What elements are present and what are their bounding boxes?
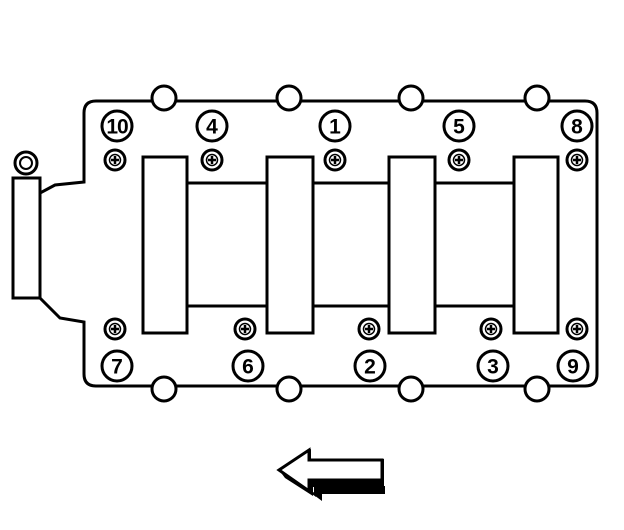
bolt-sequence-number: 7 (111, 356, 123, 379)
bolt-sequence-callout: 2 (353, 349, 387, 383)
top-edge-lugs (150, 84, 551, 112)
bottom-edge-lugs (150, 375, 551, 403)
bolt-sequence-callout: 5 (442, 109, 476, 143)
bolt-head (200, 148, 224, 172)
bolt-sequence-callout: 1 (318, 109, 352, 143)
bolt-head (565, 148, 589, 172)
bolt-sequence-number: 2 (364, 356, 376, 379)
bolt-sequence-callout: 10 (100, 109, 134, 143)
bolt-sequence-number: 6 (242, 356, 254, 379)
bolt-heads (103, 148, 589, 341)
bolt-head (447, 148, 471, 172)
bolt-head (103, 148, 127, 172)
bolt-head (479, 317, 503, 341)
bolt-sequence-callout: 4 (195, 109, 229, 143)
bolt-sequence-callout: 3 (476, 349, 510, 383)
direction-arrow (276, 447, 385, 501)
bolt-sequence-number: 10 (106, 116, 128, 139)
bolt-sequence-number: 3 (487, 356, 499, 379)
bolt-head (233, 317, 257, 341)
bolt-sequence-callout: 6 (231, 349, 265, 383)
bolt-sequence-callout: 9 (556, 349, 590, 383)
bolt-head (103, 317, 127, 341)
bearing-cap-bridges (141, 155, 560, 335)
center-window (185, 181, 516, 308)
bolt-sequence-number: 9 (567, 356, 579, 379)
bolt-head (357, 317, 381, 341)
bolt-sequence-number: 4 (206, 116, 218, 139)
bolt-sequence-callout: 8 (560, 109, 594, 143)
bolt-sequence-callout: 7 (100, 349, 134, 383)
bolt-head (565, 317, 589, 341)
bolt-sequence-labels: 10 4 1 5 8 7 6 2 3 9 (100, 109, 594, 383)
bolt-sequence-number: 8 (571, 116, 583, 139)
bolt-sequence-number: 5 (453, 116, 465, 139)
bolt-sequence-number: 1 (329, 116, 341, 139)
bolt-head (323, 148, 347, 172)
